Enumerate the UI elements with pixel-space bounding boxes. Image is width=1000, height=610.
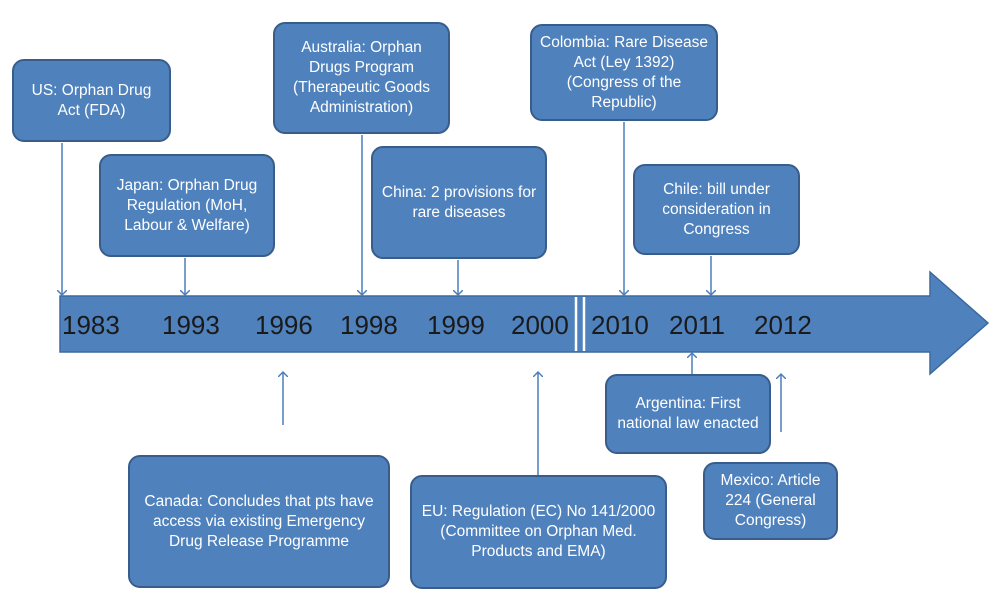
event-text-mexico: Mexico: Article 224 (General Congress) xyxy=(720,472,821,529)
event-text-colombia: Colombia: Rare Disease Act (Ley 1392) (C… xyxy=(540,33,708,111)
year-label-2000: 2000 xyxy=(511,310,569,340)
event-text-canada: Canada: Concludes that pts have access v… xyxy=(144,492,374,550)
year-label-1983: 1983 xyxy=(62,310,120,340)
year-label-1993: 1993 xyxy=(162,310,220,340)
event-text-chile: Chile: bill under consideration in Congr… xyxy=(662,180,771,238)
year-label-1996: 1996 xyxy=(255,310,313,340)
event-box-colombia: Colombia: Rare Disease Act (Ley 1392) (C… xyxy=(530,24,718,121)
year-label-1999: 1999 xyxy=(427,310,485,340)
event-box-eu: EU: Regulation (EC) No 141/2000 (Committ… xyxy=(410,475,667,589)
event-text-us: US: Orphan Drug Act (FDA) xyxy=(31,81,152,119)
timeline-arrow xyxy=(59,270,990,376)
year-label-2011: 2011 xyxy=(669,310,725,340)
event-box-argentina: Argentina: First national law enacted xyxy=(605,374,771,454)
year-label-1998: 1998 xyxy=(340,310,398,340)
event-text-japan: Japan: Orphan Drug Regulation (MoH, Labo… xyxy=(116,176,258,234)
event-box-china: China: 2 provisions for rare diseases xyxy=(371,146,547,259)
event-text-argentina: Argentina: First national law enacted xyxy=(617,395,759,432)
event-box-mexico: Mexico: Article 224 (General Congress) xyxy=(703,462,838,540)
year-label-2012: 2012 xyxy=(754,310,812,340)
event-text-eu: EU: Regulation (EC) No 141/2000 (Committ… xyxy=(421,503,656,560)
event-text-australia: Australia: Orphan Drugs Program (Therape… xyxy=(293,39,430,116)
event-box-australia: Australia: Orphan Drugs Program (Therape… xyxy=(273,22,450,134)
event-box-canada: Canada: Concludes that pts have access v… xyxy=(128,455,390,588)
event-box-japan: Japan: Orphan Drug Regulation (MoH, Labo… xyxy=(99,154,275,257)
year-label-2010: 2010 xyxy=(591,310,649,340)
event-box-chile: Chile: bill under consideration in Congr… xyxy=(633,164,800,255)
event-text-china: China: 2 provisions for rare diseases xyxy=(381,183,537,221)
event-box-us: US: Orphan Drug Act (FDA) xyxy=(12,59,171,142)
